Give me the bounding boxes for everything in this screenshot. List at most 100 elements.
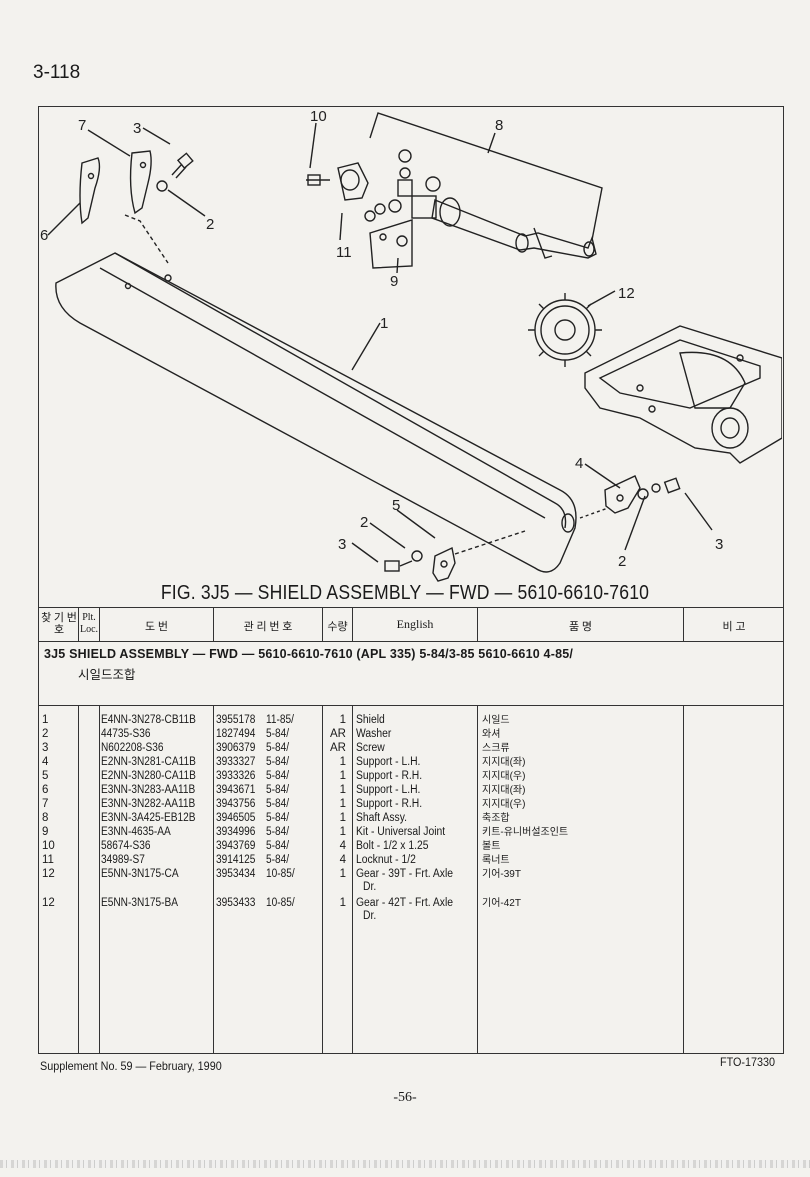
ref-no: 9 [42,826,49,838]
korean-name: 지지대(우) [482,799,526,810]
support-7 [129,150,152,215]
part-no: E3NN-3A425-EB12B [101,812,196,824]
date: 10-85/ [266,897,295,909]
universal-joint-yoke [337,162,369,201]
part-no: E3NN-3N282-AA11B [101,798,196,810]
ref-no: 3 [42,742,49,754]
table-top-rule [38,607,784,608]
part-no: E3NN-4635-AA [101,826,171,838]
part-no: 44735-S36 [101,728,151,740]
callout-5: 5 [392,497,400,514]
header-ref-no: 찾 기 번 호 [41,612,77,636]
english-name: Support - L.H. [356,756,421,768]
mgmt-no: 3943756 [216,798,256,810]
part-no: 34989-S7 [101,854,145,866]
ref-no: 5 [42,770,49,782]
callout-12: 12 [618,285,635,302]
ref-no: 12 [42,897,55,909]
english-name: Washer [356,728,392,740]
header-english: English [396,617,434,631]
ref-no: 4 [42,756,49,768]
korean-name: 축조합 [482,813,510,824]
part-no: N602208-S36 [101,742,164,754]
date: 5-84/ [266,742,290,754]
qty: 4 [339,854,346,866]
ref-no: 8 [42,812,49,824]
korean-name: 기어-39T [482,869,521,880]
footer-doc-code: FTO-17330 [720,1055,776,1069]
callout-2c: 2 [618,553,626,570]
page-number: 3-118 [33,62,81,83]
header-korean: 품 명 [569,621,592,633]
ref-no: 10 [42,840,55,852]
qty: 1 [339,784,346,796]
callout-1: 1 [380,315,388,332]
english-name: Screw [356,742,385,754]
part-no: E5NN-3N175-CA [101,868,179,880]
date: 5-84/ [266,826,290,838]
qty: 1 [339,756,346,768]
callout-2b: 2 [360,514,368,531]
callout-9: 9 [390,273,398,290]
mgmt-no: 3946505 [216,812,256,824]
callout-10: 10 [310,108,327,125]
english-name: Support - L.H. [356,784,421,796]
part-no: E3NN-3N283-AA11B [101,784,196,796]
mgmt-no: 3906379 [216,742,256,754]
date: 5-84/ [266,770,290,782]
callout-8: 8 [495,117,503,134]
header-bottom-rule [38,641,784,642]
qty: 1 [339,868,346,880]
english-name: Support - R.H. [356,798,423,810]
date: 5-84/ [266,812,290,824]
english-name: Locknut - 1/2 [356,854,416,866]
callout-6: 6 [40,227,48,244]
english-name: Gear - 42T - Frt. Axle [356,897,454,909]
shield-body [55,252,577,573]
english-name: Shield [356,714,385,726]
part-no: E5NN-3N175-BA [101,897,179,909]
korean-name: 시일드 [482,715,510,726]
support-6 [79,157,101,225]
header-mgmt-no: 관 리 번 호 [243,621,293,633]
mgmt-no: 3955178 [216,714,256,726]
gearbox-housing [584,325,782,464]
gear-12 [528,293,602,367]
english-name: Kit - Universal Joint [356,826,446,838]
footer-supplement: Supplement No. 59 — February, 1990 [40,1059,222,1073]
date: 5-84/ [266,840,290,852]
qty: 1 [339,770,346,782]
support-4 [604,475,641,514]
qty: 1 [339,714,346,726]
korean-name: 키트-유니버설조인트 [482,827,569,838]
korean-name: 스크류 [482,743,510,754]
english-name: Shaft Assy. [356,812,408,824]
callout-2: 2 [206,216,214,233]
qty: 1 [339,798,346,810]
english-name-cont: Dr. [363,910,377,922]
scan-edge-artifact [0,1160,810,1168]
date: 5-84/ [266,854,290,866]
callout-3: 3 [133,120,141,137]
korean-name: 와셔 [482,729,501,740]
mgmt-no: 3953433 [216,897,256,909]
english-name-cont: Dr. [363,881,377,893]
shaft-assembly [431,199,597,259]
qty: 1 [339,812,346,824]
english-name: Support - R.H. [356,770,423,782]
qty: 4 [339,840,346,852]
callout-7: 7 [78,117,86,134]
mgmt-no: 3934996 [216,826,256,838]
mgmt-no: 3933327 [216,756,256,768]
korean-name: 볼트 [482,841,501,852]
english-name: Gear - 39T - Frt. Axle [356,868,454,880]
qty: AR [330,742,346,754]
mgmt-no: 3943769 [216,840,256,852]
callout-11: 11 [336,244,352,261]
qty: 1 [339,826,346,838]
part-no: E2NN-3N280-CA11B [101,770,196,782]
callout-3b: 3 [338,536,346,553]
english-name: Bolt - 1/2 x 1.25 [356,840,429,852]
callout-3c: 3 [715,536,723,553]
header-qty: 수량 [327,621,348,633]
